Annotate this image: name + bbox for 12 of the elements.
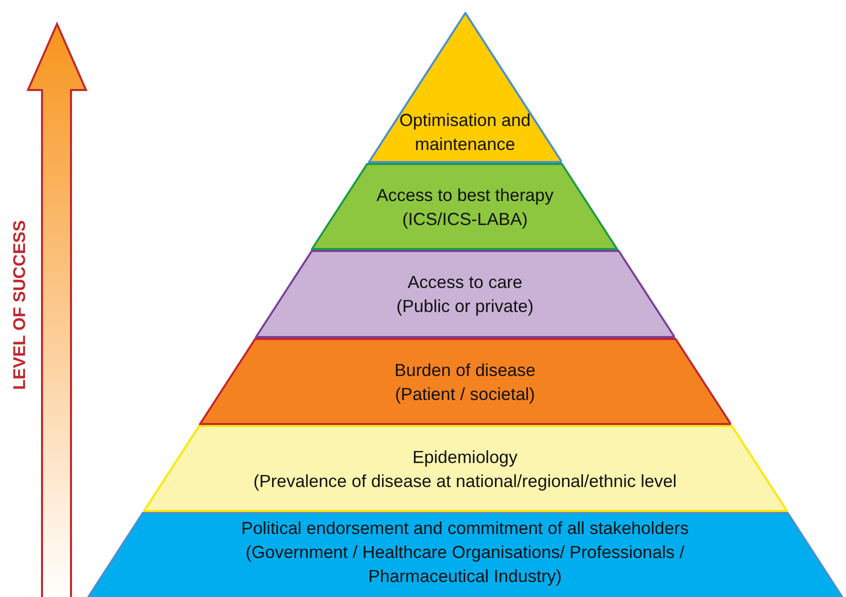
tier-text: (Public or private) (396, 295, 534, 318)
tier-text: (ICS/ICS-LABA) (402, 208, 528, 230)
tier-text: Optimisation and maintenance (398, 108, 532, 156)
tier-text: Access to best therapy (376, 184, 554, 206)
tier-text: (Patient / societal) (394, 382, 536, 406)
tier-text: (Prevalence of disease at national/regional/ethnic level (253, 470, 677, 492)
tier-text: Burden of disease (394, 358, 536, 382)
tier-text: (Government / Healthcare Organisations/ Professionals / Pharmaceutical Industry) (244, 541, 686, 588)
tier-text: Political endorsement and commitment of all stakeholders (241, 517, 689, 540)
tier-text: Epidemiology (412, 446, 518, 468)
axis-label: LEVEL OF SUCCESS (10, 220, 30, 390)
tier-text: Access to care (408, 271, 522, 294)
